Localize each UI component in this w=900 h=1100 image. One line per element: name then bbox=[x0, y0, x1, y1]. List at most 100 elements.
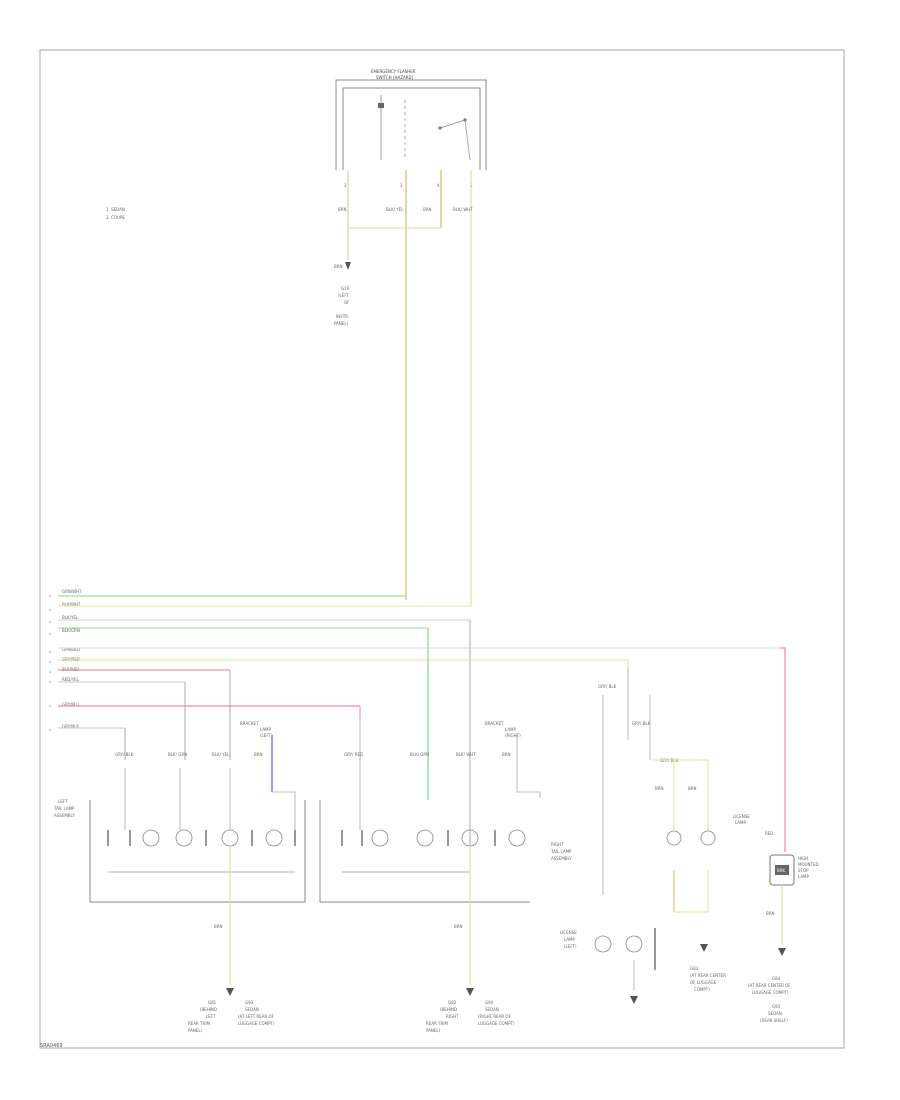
left-ground-1: G81 bbox=[208, 1000, 217, 1005]
left-ground-wire: BRN bbox=[214, 924, 223, 929]
brake-ground-3: LUGGAGE COMPT) bbox=[752, 990, 789, 995]
right-ground-side-2: SEDAN bbox=[485, 1007, 499, 1012]
bus-label-3: BLK/YEL bbox=[62, 615, 79, 620]
brake-ground-6: (REAR SHELF) bbox=[760, 1018, 788, 1023]
legend-item-2: 2. COUPE bbox=[106, 215, 125, 220]
brake-wire: RED bbox=[765, 831, 773, 836]
third-brake-lamp: HIGH MOUNTED STOP LAMP RED BRK BRN G84 (… bbox=[748, 831, 819, 1023]
left-lamp-title-2: TAIL LAMP bbox=[53, 806, 75, 811]
right-ground-wire: BRN bbox=[454, 924, 463, 929]
right-bracket-3: (RIGHT) bbox=[505, 733, 521, 738]
ground-top-line-3: OF bbox=[344, 300, 350, 305]
bus-label-10: GRY/BLK bbox=[62, 724, 79, 729]
left-lamp-title-1: LEFT bbox=[58, 799, 68, 804]
brake-ground-5: SEDAN bbox=[768, 1011, 782, 1016]
right-lamp-title-3: ASSEMBLY bbox=[551, 856, 572, 861]
bus-label-9: GRY/BLU bbox=[62, 702, 79, 707]
left-bracket-2: LAMP bbox=[260, 727, 272, 732]
license-left-2: LAMP bbox=[564, 937, 576, 942]
left-wire-2: BLK/ GRN bbox=[168, 752, 187, 757]
bus-label-2: BLK/WHT bbox=[62, 602, 81, 607]
left-ground-3: LEFT bbox=[206, 1014, 216, 1019]
right-ground-side-1: G94 bbox=[485, 1000, 494, 1005]
license-ground-1: G83 bbox=[690, 966, 699, 971]
left-ground-5: PANEL) bbox=[188, 1028, 203, 1033]
left-ground-side-3: (AT LEFT REAR OF bbox=[238, 1014, 275, 1019]
license-lamps: LICENSE LAMP LICENSE LAMP (LEFT) GRY/ BL… bbox=[560, 668, 750, 1004]
left-ground-2: (BEHIND bbox=[200, 1007, 217, 1012]
hazard-pin-3: 4 bbox=[437, 183, 440, 188]
ground-g19: BRN G19 (LEFT OF INSTR. PANEL) bbox=[334, 262, 351, 326]
hazard-switch: EMERGENCY FLASHER SWITCH (HAZARD) 2 3 4 … bbox=[335, 69, 487, 606]
hazard-switch-subtitle: SWITCH (HAZARD) bbox=[376, 75, 414, 80]
brake-title-4: LAMP bbox=[798, 874, 810, 879]
hazard-wire-2: BLK/ YEL bbox=[386, 207, 404, 212]
hazard-wire-3: BRN bbox=[423, 207, 432, 212]
left-bracket-1: BRACKET bbox=[240, 721, 259, 726]
right-ground-5: PANEL) bbox=[426, 1028, 441, 1033]
left-lamp-title-3: ASSEMBLY bbox=[54, 813, 75, 818]
diagram-id-footer: SRA0469 bbox=[40, 1043, 63, 1049]
license-ground-3: OF LUGGAGE bbox=[690, 980, 717, 985]
license-title-1: LICENSE bbox=[733, 814, 750, 819]
right-ground-side-3: (RIGHT REAR OF bbox=[478, 1014, 512, 1019]
legend: 1. SEDAN 2. COUPE bbox=[106, 207, 125, 220]
hazard-pin-1: 2 bbox=[344, 183, 347, 188]
brake-ground-4: G93 bbox=[772, 1004, 781, 1009]
license-wire-5: BRN bbox=[688, 786, 697, 791]
brake-ground-2: (AT REAR CENTER OF bbox=[748, 983, 791, 988]
right-ground-2: (BEHIND bbox=[440, 1007, 457, 1012]
ground-top-line-1: G19 bbox=[341, 286, 350, 291]
license-wire-2: GRY/ BLK bbox=[632, 721, 651, 726]
license-ground-2: (AT REAR CENTER bbox=[690, 973, 726, 978]
bus-label-8: RED/YEL bbox=[62, 677, 80, 682]
ground-top-line-4: INSTR. bbox=[336, 314, 349, 319]
hazard-pin-2: 3 bbox=[400, 183, 403, 188]
right-ground-4: REAR TRIM bbox=[426, 1021, 448, 1026]
brake-title-1: HIGH bbox=[798, 856, 808, 861]
left-bracket-3: (LEFT) bbox=[260, 733, 273, 738]
right-bracket-1: BRACKET bbox=[485, 721, 504, 726]
diagram-frame bbox=[39, 49, 845, 1049]
left-tail-lamp: LEFT TAIL LAMP ASSEMBLY BRACKET LAMP (LE… bbox=[53, 721, 306, 1033]
bus-label-5: GRN/BLU bbox=[62, 647, 80, 652]
hazard-wire-4: BLK/ WHT bbox=[453, 207, 473, 212]
right-ground-1: G82 bbox=[448, 1000, 457, 1005]
ground-top-wire: BRN bbox=[334, 264, 343, 269]
brake-title-2: MOUNTED bbox=[798, 862, 819, 867]
bus-label-4: BLK/GRN bbox=[62, 628, 80, 633]
left-ground-side-1: G93 bbox=[245, 1000, 254, 1005]
legend-item-1: 1. SEDAN bbox=[106, 207, 125, 212]
hazard-switch-title: EMERGENCY FLASHER bbox=[371, 69, 416, 74]
license-ground-4: COMPT) bbox=[694, 987, 710, 992]
right-wire-4: BRN bbox=[502, 752, 511, 757]
brake-box-label: BRK bbox=[777, 868, 786, 873]
license-title-2: LAMP bbox=[735, 820, 747, 825]
right-ground-side-4: LUGGAGE COMPT) bbox=[478, 1021, 515, 1026]
right-wire-1: GRY/ RED bbox=[344, 752, 363, 757]
left-wire-3: BLK/ YEL bbox=[212, 752, 230, 757]
ground-top-line-5: PANEL) bbox=[334, 321, 349, 326]
left-wire-1: GRY/ BLK bbox=[115, 752, 134, 757]
right-bracket-2: LAMP bbox=[505, 727, 517, 732]
right-wire-3: BLK/ WHT bbox=[456, 752, 476, 757]
license-left-1: LICENSE bbox=[560, 930, 577, 935]
left-ground-side-4: LUGGAGE COMPT) bbox=[238, 1021, 275, 1026]
hazard-wire-1: BRN bbox=[338, 207, 347, 212]
license-wire-1: GRY/ BLK bbox=[598, 684, 617, 689]
license-left-3: (LEFT) bbox=[564, 944, 577, 949]
right-lamp-title-2: TAIL LAMP bbox=[550, 849, 572, 854]
brake-title-3: STOP bbox=[798, 868, 809, 873]
ground-top-line-2: (LEFT bbox=[338, 293, 350, 298]
left-ground-side-2: SEDAN bbox=[245, 1007, 259, 1012]
right-ground-3: RIGHT bbox=[446, 1014, 459, 1019]
right-lamp-title-1: RIGHT bbox=[551, 842, 564, 847]
right-wire-2: BLK/ GRN bbox=[410, 752, 429, 757]
left-wire-4: BRN bbox=[254, 752, 263, 757]
right-tail-lamp: RIGHT TAIL LAMP ASSEMBLY BRACKET LAMP (R… bbox=[319, 720, 572, 1033]
brake-ground-wire: BRN bbox=[766, 911, 775, 916]
bus-wires: GRN/WHT BLK/WHT BLK/YEL BLK/GRN GRN/BLU … bbox=[49, 589, 786, 900]
left-ground-4: REAR TRIM bbox=[188, 1021, 210, 1026]
bus-label-1: GRN/WHT bbox=[62, 589, 82, 594]
